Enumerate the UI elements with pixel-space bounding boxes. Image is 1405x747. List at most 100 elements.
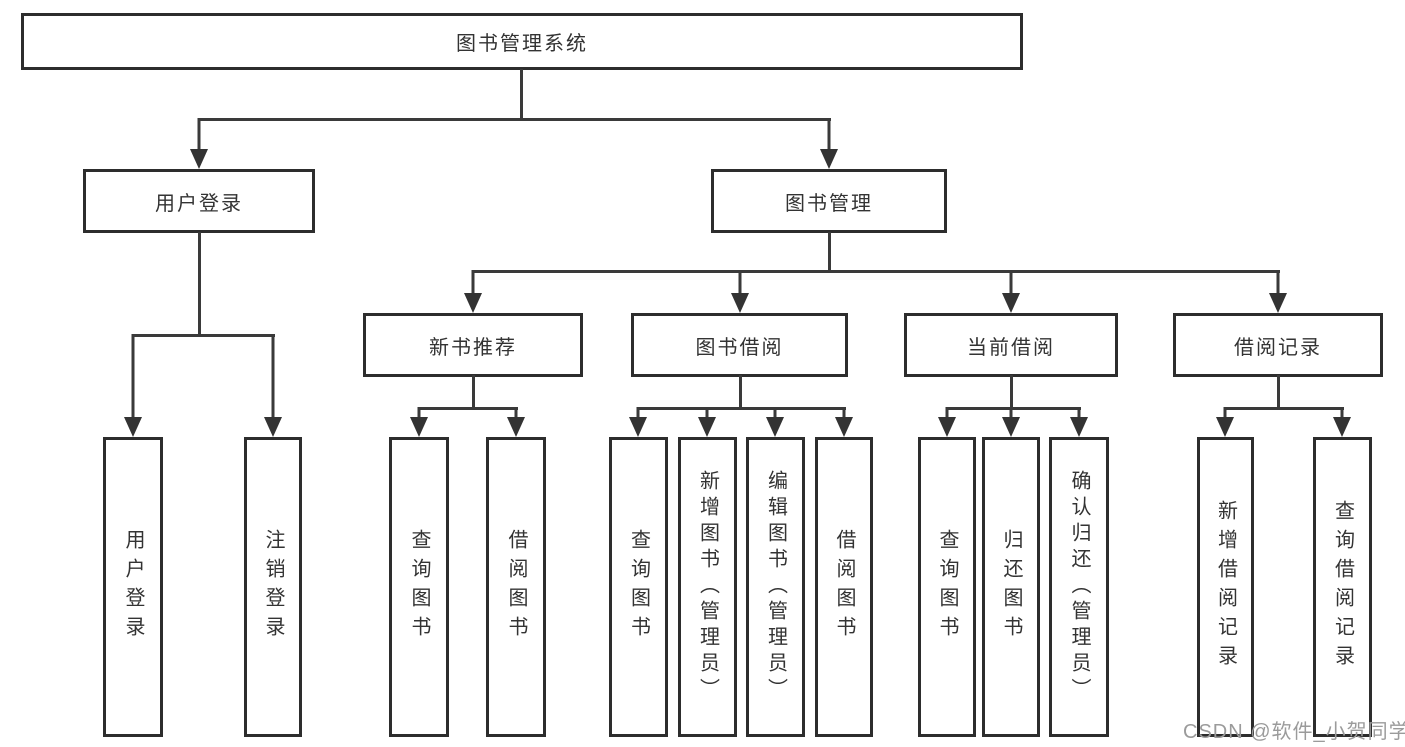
arrow-down-icon	[1002, 417, 1020, 437]
connector-book-mgmt-hline	[472, 270, 1280, 273]
arrow-down-icon	[124, 417, 142, 437]
connector-new-book-stem	[472, 375, 475, 409]
arrow-shaft	[1009, 407, 1013, 421]
connector-arrow-leaf	[1001, 407, 1021, 437]
node-leaf-query-books-2: 查询图书	[609, 437, 668, 737]
arrow-shaft	[636, 407, 640, 421]
connector-arrow-leaf	[697, 407, 717, 437]
node-book-borrowing: 图书借阅	[631, 313, 848, 377]
node-leaf-add-borrow-record-label: 新增借阅记录	[1214, 500, 1237, 674]
connector-arrow-logout-leaf	[263, 334, 283, 437]
node-leaf-query-books-3: 查询图书	[918, 437, 976, 737]
arrow-shaft	[705, 407, 709, 421]
node-leaf-query-borrow-record: 查询借阅记录	[1313, 437, 1372, 737]
node-leaf-user-login: 用户登录	[103, 437, 163, 737]
arrow-shaft	[514, 407, 518, 421]
node-book-borrowing-label: 图书借阅	[695, 336, 784, 359]
connector-arrow-leaf	[1332, 407, 1352, 437]
node-leaf-borrow-books-2-label: 借阅图书	[833, 529, 855, 645]
arrow-shaft	[197, 118, 201, 153]
connector-arrow-book-mgmt	[819, 118, 839, 169]
arrow-down-icon	[1269, 293, 1287, 313]
arrow-shaft	[773, 407, 777, 421]
node-leaf-query-books-3-label: 查询图书	[936, 529, 958, 645]
node-leaf-return-books: 归还图书	[982, 437, 1040, 737]
connector-book-borrow-hline	[637, 407, 846, 410]
arrow-shaft	[1276, 270, 1280, 297]
node-book-management: 图书管理	[711, 169, 947, 233]
arrow-down-icon	[410, 417, 428, 437]
node-leaf-user-login-label: 用户登录	[122, 529, 144, 645]
connector-arrow-leaf	[765, 407, 785, 437]
arrow-down-icon	[766, 417, 784, 437]
node-leaf-confirm-return-admin-label: 确认归还（管理员）	[1068, 470, 1090, 704]
arrow-down-icon	[835, 417, 853, 437]
arrow-down-icon	[698, 417, 716, 437]
node-book-management-label: 图书管理	[785, 192, 873, 215]
node-leaf-borrow-books-1: 借阅图书	[486, 437, 546, 737]
arrow-shaft	[1223, 407, 1227, 421]
connector-new-book-hline	[418, 407, 518, 410]
node-leaf-add-books-admin-label: 新增图书（管理员）	[696, 470, 719, 704]
node-user-login: 用户登录	[83, 169, 315, 233]
connector-borrow-record-hline	[1224, 407, 1344, 410]
connector-book-mgmt-stem	[828, 232, 831, 270]
node-current-borrowing: 当前借阅	[904, 313, 1118, 377]
arrow-shaft	[471, 270, 475, 297]
node-leaf-logout: 注销登录	[244, 437, 302, 737]
arrow-shaft	[271, 334, 275, 421]
arrow-down-icon	[507, 417, 525, 437]
arrow-shaft	[1009, 270, 1013, 297]
node-leaf-query-books-1: 查询图书	[389, 437, 449, 737]
node-leaf-query-books-2-label: 查询图书	[627, 529, 650, 645]
arrow-shaft	[842, 407, 846, 421]
connector-book-borrow-stem	[739, 375, 742, 409]
arrow-shaft	[738, 270, 742, 297]
arrow-shaft	[417, 407, 421, 421]
connector-arrow-login-leaf	[123, 334, 143, 437]
arrow-shaft	[945, 407, 949, 421]
arrow-down-icon	[190, 149, 208, 169]
arrow-down-icon	[464, 293, 482, 313]
arrow-down-icon	[629, 417, 647, 437]
connector-arrow-book-borrow	[730, 270, 750, 313]
node-leaf-edit-books-admin-label: 编辑图书（管理员）	[764, 470, 787, 704]
node-leaf-borrow-books-2: 借阅图书	[815, 437, 873, 737]
arrow-shaft	[1077, 407, 1081, 421]
node-leaf-add-borrow-record: 新增借阅记录	[1197, 437, 1254, 737]
node-leaf-edit-books-admin: 编辑图书（管理员）	[746, 437, 805, 737]
connector-arrow-leaf	[506, 407, 526, 437]
arrow-down-icon	[731, 293, 749, 313]
connector-current-borrow-hline	[946, 407, 1081, 410]
node-root-system: 图书管理系统	[21, 13, 1023, 70]
node-new-book-recommend: 新书推荐	[363, 313, 583, 377]
node-leaf-confirm-return-admin: 确认归还（管理员）	[1049, 437, 1109, 737]
connector-level1-hline	[198, 118, 831, 121]
node-leaf-query-borrow-record-label: 查询借阅记录	[1331, 500, 1354, 674]
node-leaf-borrow-books-1-label: 借阅图书	[505, 529, 527, 645]
node-leaf-logout-label: 注销登录	[262, 529, 284, 645]
node-leaf-query-books-1-label: 查询图书	[408, 529, 430, 645]
arrow-shaft	[827, 118, 831, 153]
connector-arrow-leaf	[1069, 407, 1089, 437]
node-leaf-add-books-admin: 新增图书（管理员）	[678, 437, 737, 737]
node-leaf-return-books-label: 归还图书	[1000, 529, 1022, 645]
node-borrowing-records: 借阅记录	[1173, 313, 1383, 377]
connector-arrow-current-borrow	[1001, 270, 1021, 313]
connector-arrow-user-login	[189, 118, 209, 169]
connector-arrow-leaf	[937, 407, 957, 437]
connector-arrow-new-book	[463, 270, 483, 313]
connector-arrow-borrow-record	[1268, 270, 1288, 313]
node-root-system-label: 图书管理系统	[456, 33, 588, 55]
connector-arrow-leaf	[834, 407, 854, 437]
arrow-down-icon	[1216, 417, 1234, 437]
node-current-borrowing-label: 当前借阅	[967, 336, 1055, 359]
arrow-down-icon	[820, 149, 838, 169]
arrow-down-icon	[938, 417, 956, 437]
connector-root-stem	[520, 69, 523, 118]
arrow-shaft	[131, 334, 135, 421]
node-user-login-label: 用户登录	[155, 192, 243, 215]
connector-borrow-record-stem	[1277, 375, 1280, 409]
connector-user-login-hline	[132, 334, 275, 337]
